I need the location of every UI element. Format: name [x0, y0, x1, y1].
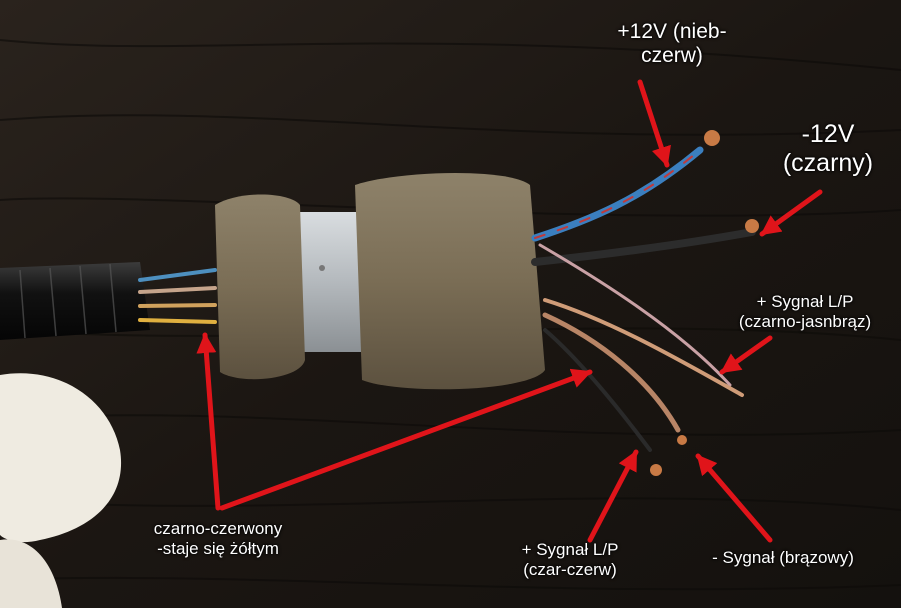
label-signal-minus-text: - Sygnał (brązowy) [712, 548, 854, 567]
arrow-left-up [196, 332, 221, 511]
label-left-note: czarno-czerwony -staje się żółtym [138, 519, 298, 558]
arrow-signal-lp-right [719, 335, 773, 375]
arrow-signal-minus [695, 453, 773, 543]
wire-brown [542, 312, 681, 433]
label-signal-lp-right-line2: (czarno-jasnbrąz) [738, 311, 872, 331]
arrow-signal-lp-bottom [587, 449, 639, 543]
tape-wrap [19, 263, 117, 339]
wire-blue-red [531, 146, 704, 242]
label-minus12: -12V (czarny) [772, 120, 884, 178]
left-wires [138, 268, 217, 324]
label-plus12: +12V (nieb- czerw) [597, 20, 747, 68]
foam-block-right [355, 172, 545, 390]
foam-block-left [215, 194, 305, 380]
label-left-note-line1: czarno-czerwony [153, 519, 283, 538]
label-left-note-line2: -staje się żółtym [157, 538, 279, 558]
label-signal-lp-bottom-line1: + Sygnał L/P [521, 540, 619, 559]
label-signal-lp-right: + Sygnał L/P (czarno-jasnbrąz) [712, 292, 898, 331]
label-signal-lp-bottom: + Sygnał L/P (czar-czerw) [490, 540, 650, 579]
label-signal-minus: - Sygnał (brązowy) [690, 548, 876, 568]
wire-black [531, 228, 756, 266]
label-minus12-line1: -12V [801, 120, 855, 148]
wire-lightbrown [543, 298, 744, 397]
label-signal-lp-right-line1: + Sygnał L/P [756, 292, 854, 311]
felt-piece-2 [0, 539, 62, 608]
annotation-arrows [196, 79, 823, 543]
connector-screw [319, 265, 325, 271]
wire-black-red [543, 328, 652, 452]
label-plus12-line1: +12V (nieb- [617, 20, 727, 43]
felt-piece [0, 373, 122, 543]
label-signal-lp-bottom-line2: (czar-czerw) [523, 559, 617, 579]
label-minus12-line2: (czarny) [782, 148, 874, 177]
right-wires [531, 146, 756, 452]
arrow-minus12 [759, 189, 823, 237]
arrow-left-diag [219, 368, 593, 511]
wire-pink [538, 243, 732, 387]
arrow-plus12 [637, 79, 671, 168]
copper-ends [650, 130, 759, 476]
label-plus12-line2: czerw) [641, 44, 703, 68]
cable-bundle [0, 262, 150, 340]
metal-connector [290, 212, 370, 352]
